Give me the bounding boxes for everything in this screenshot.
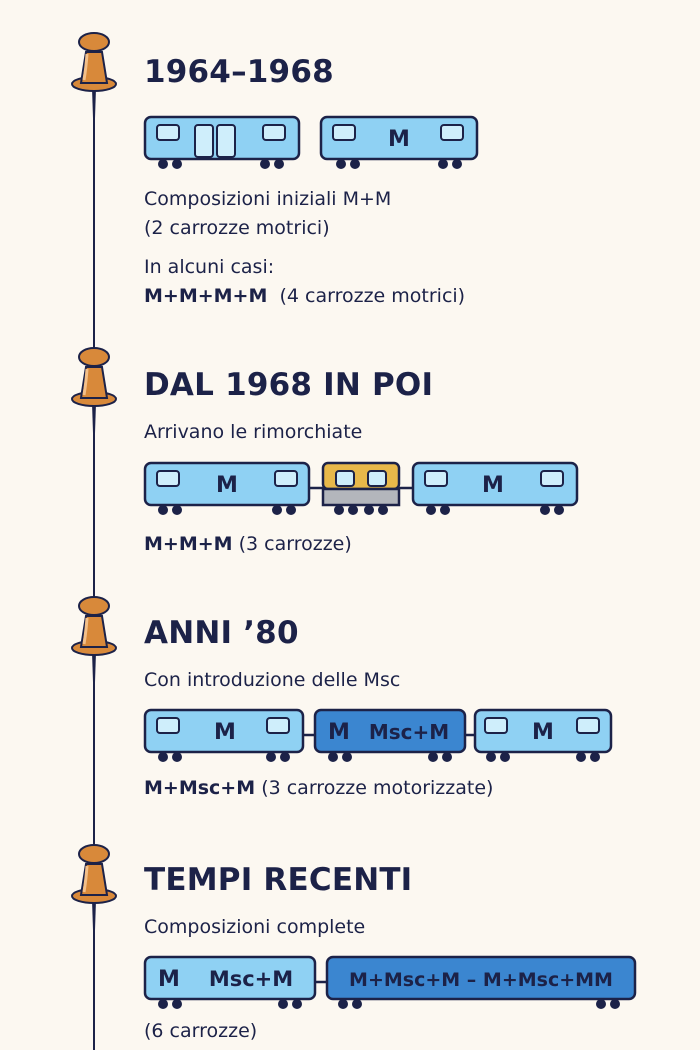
timeline-line [93, 60, 95, 1050]
train-composition-complete: M Msc+M M+Msc+M – M+Msc+MM [143, 954, 643, 1014]
section-heading-anni-80: ANNI ’80 [144, 615, 299, 651]
car-label: Msc+M [209, 967, 293, 991]
section-1-line-4: M+M+M+M (4 carrozze motrici) [144, 282, 465, 310]
push-pin-icon [68, 840, 120, 932]
car-label: M [482, 473, 504, 498]
section-4-line-1: Composizioni complete [144, 916, 366, 938]
composition-formula: M+M+M+M [144, 285, 268, 307]
composition-formula: M+M+M [144, 533, 233, 555]
section-2-line-2: M+M+M (3 carrozze) [144, 530, 352, 558]
car-motrice-m: M [411, 461, 579, 515]
car-block-dark: M+Msc+M – M+Msc+MM [325, 955, 637, 1009]
car-label: M [158, 967, 180, 992]
composition-note: (4 carrozze motrici) [279, 285, 466, 307]
composition-note: (3 carrozze) [238, 533, 352, 555]
section-heading-tempi-recenti: TEMPI RECENTI [144, 862, 413, 898]
car-label: M [328, 720, 350, 745]
car-msc: M Msc+M [313, 708, 467, 762]
composition-formula: M+Msc+M [144, 777, 256, 799]
composition-note: (3 carrozze motorizzate) [261, 777, 494, 799]
section-3-line-2: M+Msc+M (3 carrozze motorizzate) [144, 774, 493, 802]
car-block-light: M Msc+M [143, 955, 317, 1009]
car-label: M [388, 127, 410, 152]
car-label: M+Msc+M – M+Msc+MM [349, 969, 613, 991]
car-motrice-m: M [473, 708, 613, 762]
push-pin-icon [68, 28, 120, 120]
section-1-line-2: (2 carrozze motrici) [144, 217, 330, 239]
car-label: M [214, 720, 236, 745]
car-motrice-m: M [319, 115, 479, 169]
section-1-line-1: Composizioni iniziali M+M [144, 188, 392, 210]
section-heading-1964-1968: 1964–1968 [144, 54, 334, 90]
push-pin-icon [68, 592, 120, 684]
car-motrice-m: M [143, 708, 305, 762]
car-label: M [216, 473, 238, 498]
car-label: M [532, 720, 554, 745]
car-label: Msc+M [369, 720, 449, 744]
train-composition-m-r-m: M M [143, 460, 583, 520]
car-rimorchiata [321, 461, 401, 515]
car-motrice-with-doors [143, 115, 301, 169]
section-heading-dal-1968: DAL 1968 IN POI [144, 367, 434, 403]
section-2-line-1: Arrivano le rimorchiate [144, 421, 363, 443]
section-3-line-1: Con introduzione delle Msc [144, 669, 401, 691]
train-composition-m-msc-m: M M Msc+M M [143, 707, 618, 767]
train-composition-m-m: M [143, 114, 483, 174]
section-1-line-3: In alcuni casi: [144, 256, 275, 278]
push-pin-icon [68, 343, 120, 435]
section-4-line-2: (6 carrozze) [144, 1020, 258, 1042]
car-motrice-m: M [143, 461, 311, 515]
